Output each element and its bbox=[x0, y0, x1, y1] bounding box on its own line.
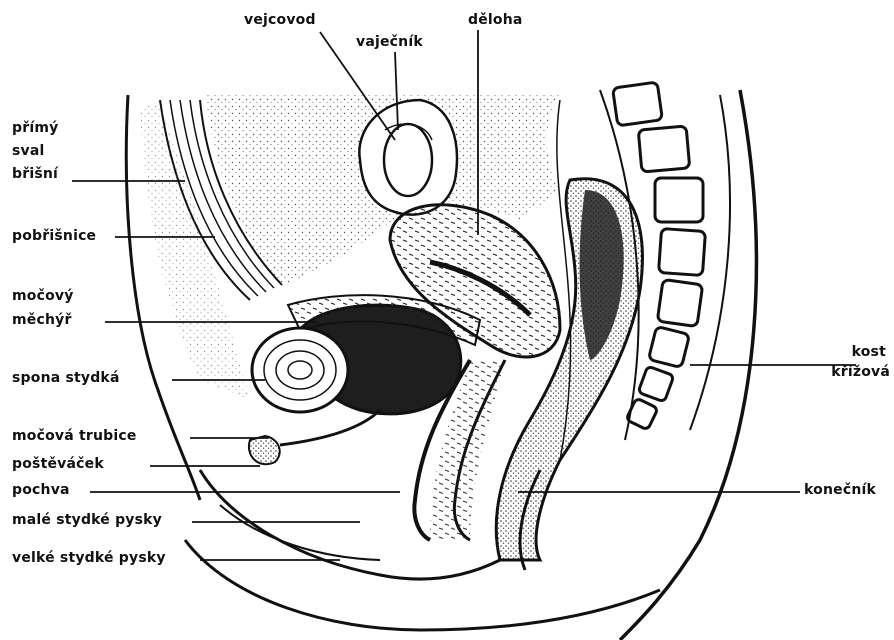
label-deloha: děloha bbox=[468, 12, 523, 29]
label-pochva: pochva bbox=[12, 482, 70, 499]
urethra bbox=[280, 410, 380, 445]
label-primy-sval-3: břišní bbox=[12, 166, 58, 183]
label-velke-stydke-pysky: velké stydké pysky bbox=[12, 550, 166, 567]
label-postevacek: poštěváček bbox=[12, 456, 104, 473]
label-kost-krizova-1: kost bbox=[852, 344, 886, 361]
label-primy-sval-1: přímý bbox=[12, 120, 58, 137]
label-mocovy-mechyr-1: močový bbox=[12, 288, 74, 305]
label-kost-krizova-2: křížová bbox=[831, 364, 890, 381]
label-primy-sval-2: sval bbox=[12, 143, 45, 160]
label-male-stydke-pysky: malé stydké pysky bbox=[12, 512, 162, 529]
label-spona-stydka: spona stydká bbox=[12, 370, 120, 387]
label-vajecnik: vaječník bbox=[356, 34, 423, 51]
clitoris bbox=[249, 436, 280, 464]
label-konecnik: konečník bbox=[804, 482, 876, 499]
label-mocova-trubice: močová trubice bbox=[12, 428, 137, 445]
label-vejcovod: vejcovod bbox=[244, 12, 316, 29]
label-pobrisnice: pobřišnice bbox=[12, 228, 96, 245]
label-mocovy-mechyr-2: měchýř bbox=[12, 312, 72, 329]
